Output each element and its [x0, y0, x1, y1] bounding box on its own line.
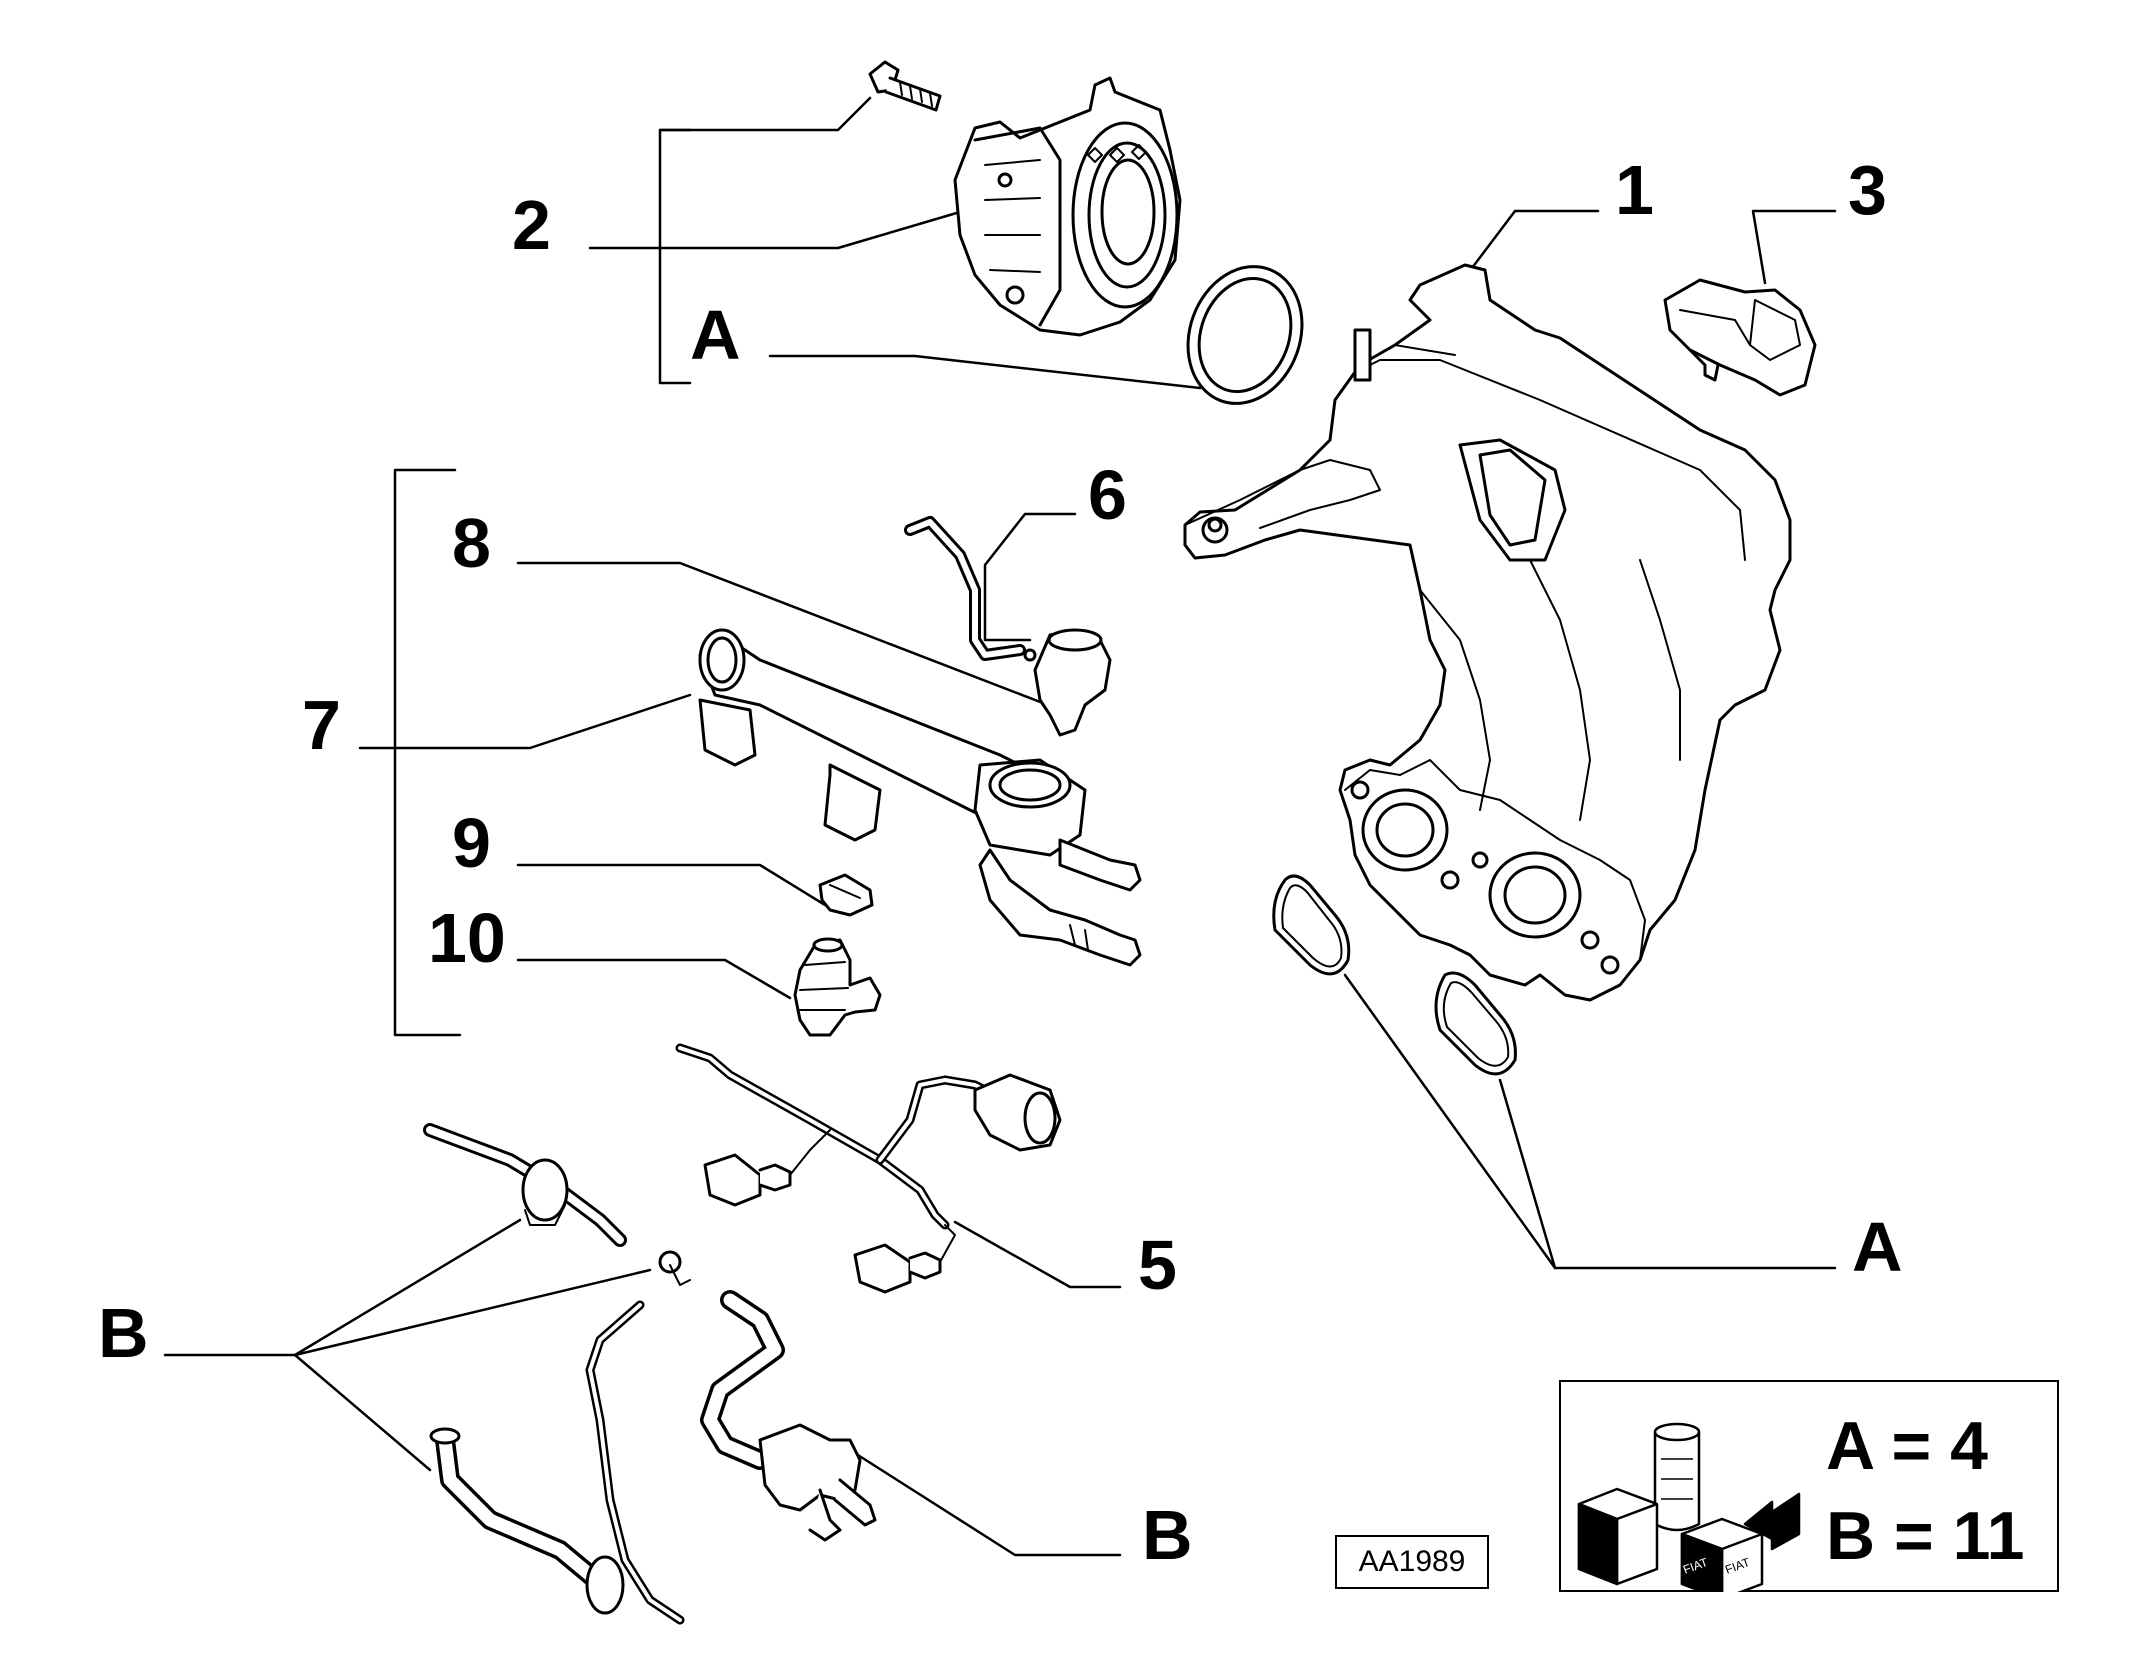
- pressure-regulator: [904, 516, 1112, 737]
- callout-9: 9: [452, 804, 491, 882]
- callout-6: 6: [1088, 456, 1127, 534]
- purge-valve-b: [700, 1290, 877, 1542]
- leader-b-left-2: [293, 1268, 652, 1357]
- map-sensor: [1663, 278, 1817, 397]
- kit-quantity-a: A = 4: [1826, 1408, 1988, 1484]
- kit-quantity-b: B = 11: [1826, 1498, 2025, 1574]
- callout-b-left: B: [98, 1294, 149, 1372]
- callout-1: 1: [1615, 151, 1654, 229]
- o-ring-top: [1186, 265, 1304, 405]
- leader-1: [1470, 209, 1600, 270]
- leader-7: [358, 693, 692, 750]
- leader-2: [588, 210, 962, 250]
- leader-6: [983, 512, 1077, 642]
- leader-10: [516, 958, 792, 1000]
- callout-10: 10: [428, 899, 506, 977]
- callout-2: 2: [512, 186, 551, 264]
- leader-b-left-3: [293, 1353, 432, 1472]
- callout-8: 8: [452, 504, 491, 582]
- fuel-injector: [793, 937, 882, 1037]
- leader-b-right: [848, 1448, 1122, 1557]
- callout-5: 5: [1138, 1226, 1177, 1304]
- callout-a-top: A: [690, 296, 741, 374]
- leader-bracket-2: [658, 128, 692, 385]
- leader-a-bottom-2: [1498, 1078, 1557, 1270]
- leader-8: [516, 561, 1050, 707]
- callout-b-right: B: [1142, 1496, 1193, 1574]
- leader-a-top: [768, 354, 1202, 390]
- leader-a-bottom: [1343, 973, 1837, 1270]
- leader-lines: [163, 96, 1837, 1557]
- hose-assembly-b: [423, 1123, 691, 1625]
- wiring-harness: [675, 1043, 1062, 1294]
- intake-manifold: [1183, 263, 1792, 1002]
- callout-7: 7: [302, 686, 341, 764]
- throttle-body: [953, 76, 1182, 337]
- o-rings-bottom: [1272, 874, 1517, 1076]
- callout-3: 3: [1848, 151, 1887, 229]
- injector-clip: [818, 873, 874, 917]
- kit-package-icon: FIAT FIAT: [1577, 1422, 1801, 1592]
- leader-5: [953, 1220, 1122, 1289]
- callout-a-bottom: A: [1852, 1208, 1903, 1286]
- bolt: [868, 60, 942, 112]
- kit-quantity-box: FIAT FIAT A = 4 B = 11: [1559, 1380, 2059, 1592]
- leader-9: [516, 863, 827, 907]
- reference-code: AA1989: [1335, 1535, 1489, 1589]
- leader-bolt: [658, 96, 872, 132]
- fuel-rail: [698, 628, 1142, 967]
- leader-bracket-7: [393, 468, 462, 1037]
- leader-b-left: [163, 1218, 522, 1357]
- leader-3: [1751, 209, 1837, 285]
